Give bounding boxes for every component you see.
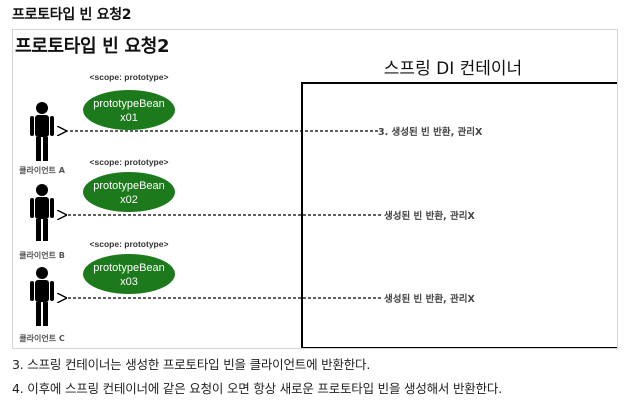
container-label: 스프링 DI 컨테이너 xyxy=(383,59,523,79)
prototype-diagram: <scope: prototype> 클라이언트 A prototypeBean… xyxy=(19,72,617,348)
bean-x01-name: prototypeBean xyxy=(93,98,165,110)
bean-x03-id: x03 xyxy=(120,276,138,288)
bean-x02-name: prototypeBean xyxy=(93,180,165,192)
scope-label-b: <scope: prototype> xyxy=(90,157,169,167)
client-a-figure-icon xyxy=(30,102,54,161)
prototype-bean-x02 xyxy=(83,172,175,212)
bean-x01-id: x01 xyxy=(120,112,138,124)
client-b-figure-icon xyxy=(30,184,54,241)
prototype-bean-x03 xyxy=(83,254,175,294)
scope-label-c: <scope: prototype> xyxy=(90,239,169,249)
page-heading: 프로토타입 빈 요청2 xyxy=(12,7,132,23)
client-c-figure-icon xyxy=(30,267,54,326)
client-c-label: 클라이언트 C xyxy=(19,333,65,343)
bean-x02-id: x02 xyxy=(120,194,138,206)
arrow-label-c: 생성된 빈 반환, 관리X xyxy=(384,293,475,305)
caption-step-3: 3. 스프링 컨테이너는 생성한 프로토타입 빈을 클라이언트에 반환한다. xyxy=(12,357,371,372)
prototype-bean-x01 xyxy=(83,90,175,130)
slide-figure: 프로토타입 빈 요청2 스프링 DI 컨테이너 <scope: prototyp… xyxy=(12,29,618,349)
arrow-label-b: 생성된 빈 반환, 관리X xyxy=(384,210,475,222)
slide-title: 프로토타입 빈 요청2 xyxy=(15,36,170,57)
client-b-label: 클라이언트 B xyxy=(19,250,65,260)
client-a-label: 클라이언트 A xyxy=(19,165,66,175)
di-container-box xyxy=(301,82,617,348)
caption-step-4: 4. 이후에 스프링 컨테이너에 같은 요청이 오면 항상 새로운 프로토타입 … xyxy=(12,381,502,396)
bean-x03-name: prototypeBean xyxy=(93,262,165,274)
scope-label-a: <scope: prototype> xyxy=(90,72,169,82)
arrow-label-a: 3. 생성된 빈 반환, 관리X xyxy=(378,126,483,138)
